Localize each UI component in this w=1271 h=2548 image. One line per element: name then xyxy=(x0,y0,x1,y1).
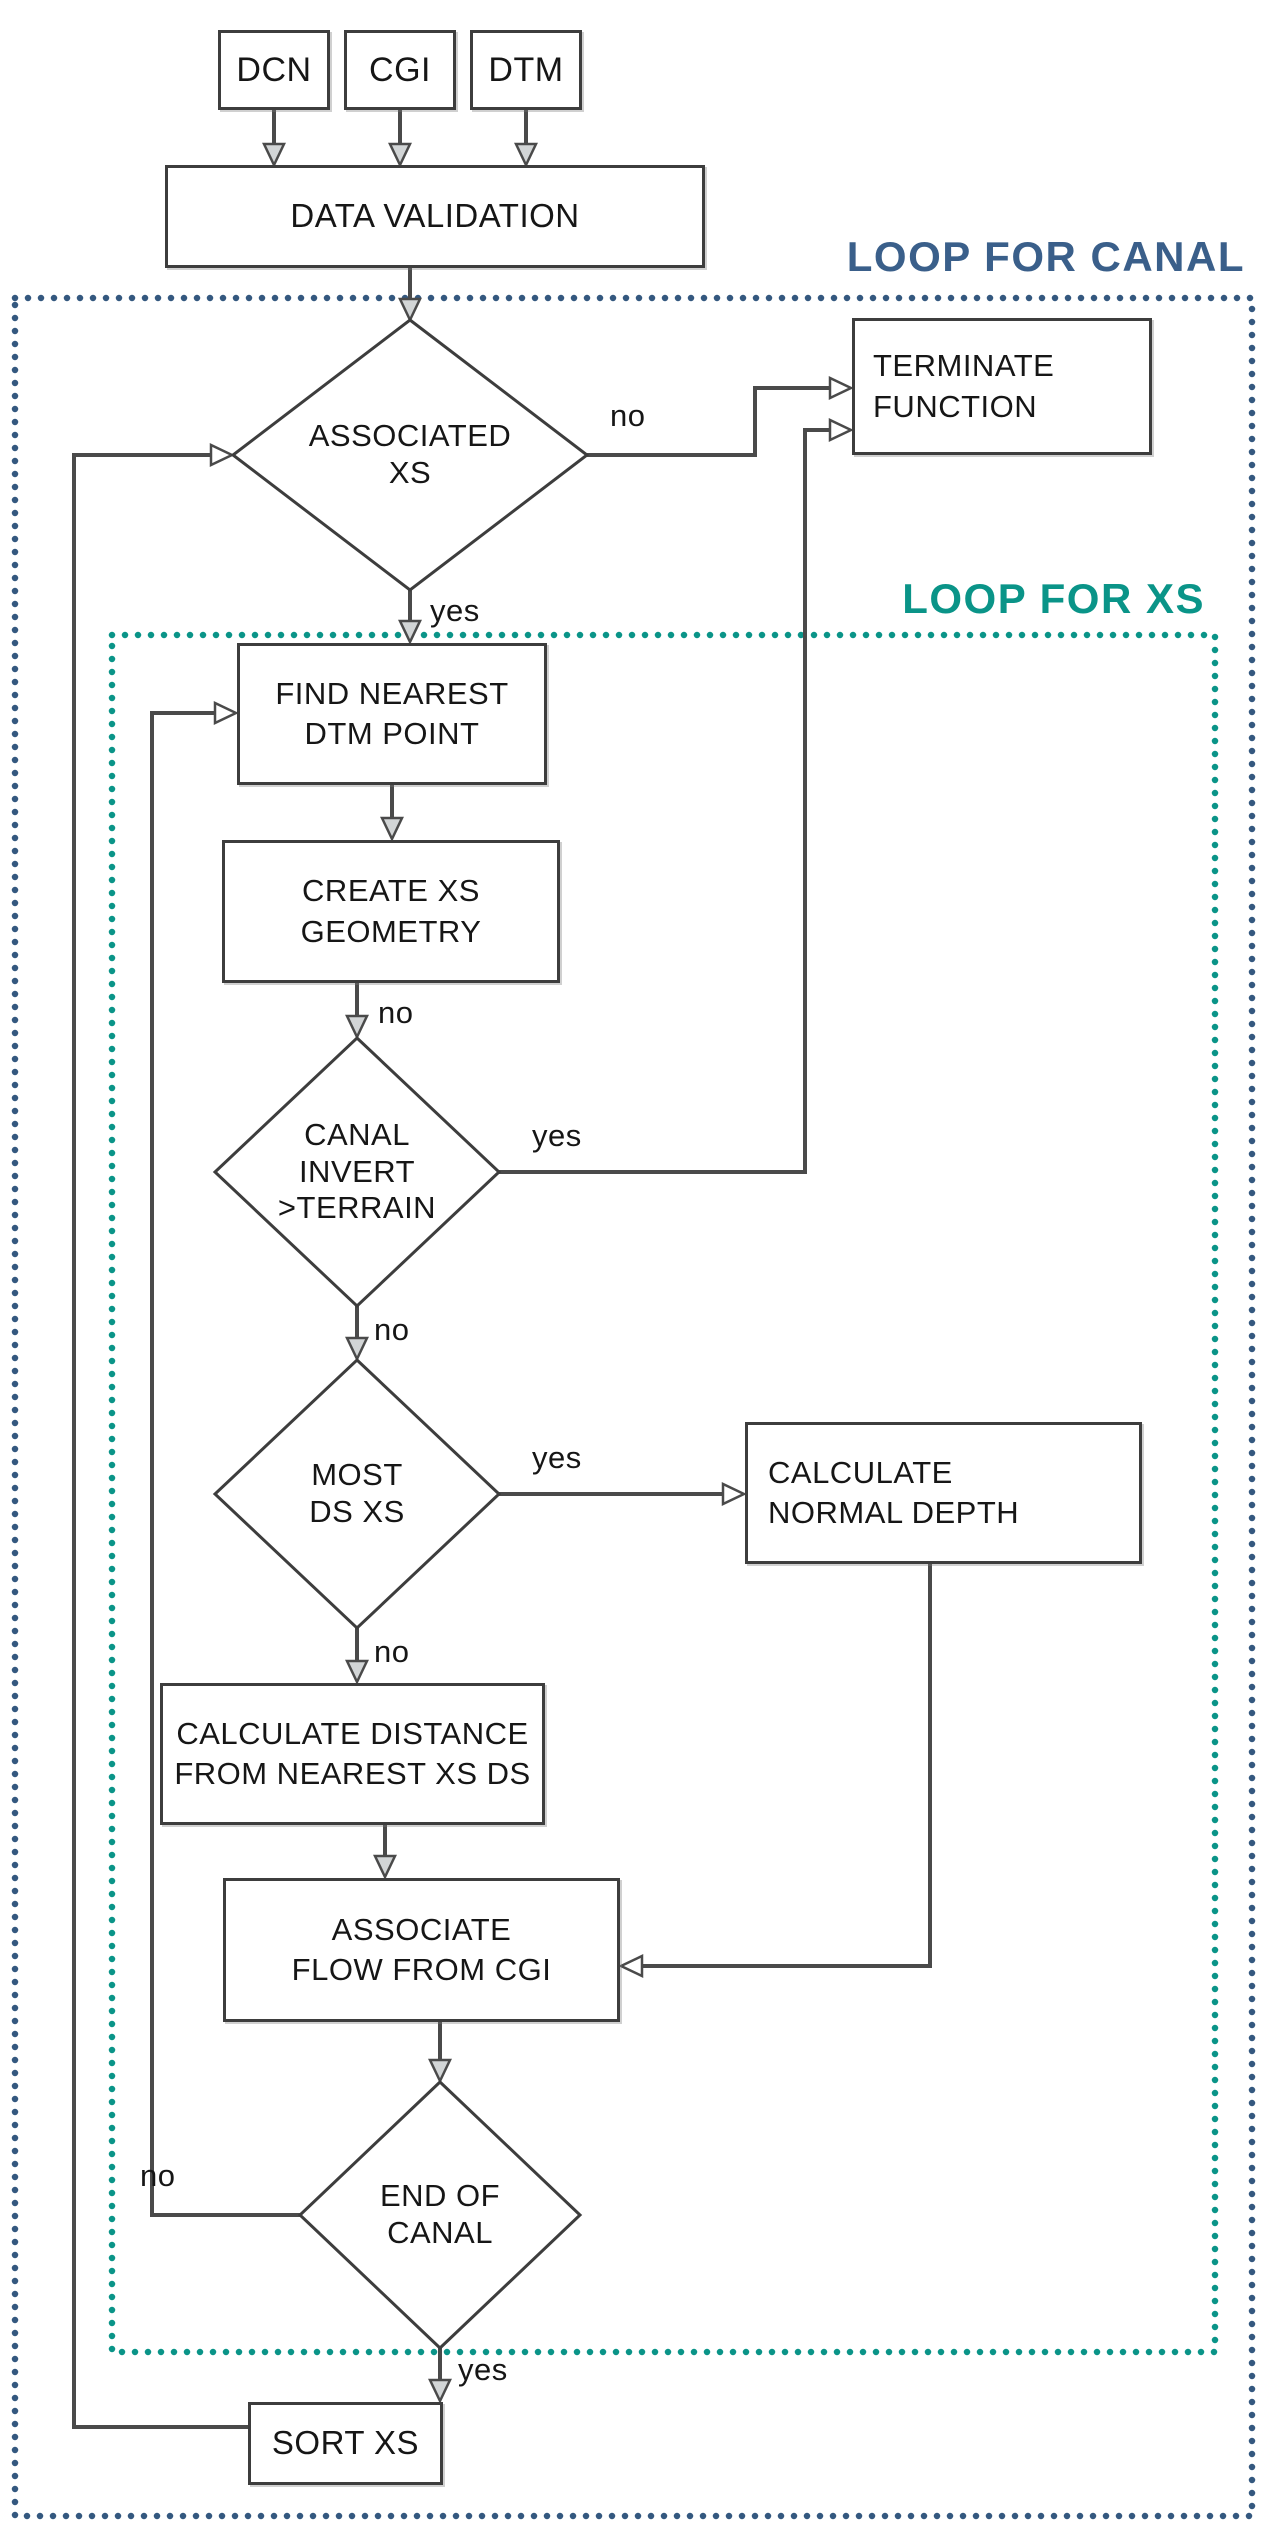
end-of-canal-decision-shape xyxy=(297,2079,583,2351)
edge-label-most-yes: yes xyxy=(532,1440,582,1475)
arrowhead xyxy=(262,142,286,168)
arrowhead xyxy=(213,701,239,725)
node-cgi: CGI xyxy=(344,30,456,110)
most-ds-xs-decision-shape xyxy=(212,1357,502,1631)
calc-normal-line2: NORMAL DEPTH xyxy=(768,1495,1020,1530)
arrowheads xyxy=(209,142,854,2404)
arrowhead xyxy=(828,418,854,442)
calc-distance-line1: CALCULATE DISTANCE xyxy=(176,1715,529,1751)
edge-label-end-yes: yes xyxy=(458,2352,508,2387)
find-nearest-line1: FIND NEAREST xyxy=(275,675,509,711)
terminate-line1: TERMINATE xyxy=(873,348,1055,384)
arrowhead xyxy=(428,2378,452,2404)
loop-for-xs-label: LOOP FOR XS xyxy=(902,575,1205,622)
edge-label-associated-no: no xyxy=(610,398,646,433)
arrowhead xyxy=(380,816,404,842)
node-sort-xs: SORT XS xyxy=(248,2402,443,2485)
loop-for-canal-label: LOOP FOR CANAL xyxy=(846,233,1245,280)
arrowhead xyxy=(428,2058,452,2084)
associated-xs-decision-shape xyxy=(230,318,590,592)
decision-shapes xyxy=(212,318,590,2351)
node-calculate-normal-depth: CALCULATE NORMAL DEPTH xyxy=(745,1422,1142,1564)
find-nearest-line2: DTM POINT xyxy=(304,716,480,751)
arrowhead xyxy=(209,443,235,467)
edge-label-most-no: no xyxy=(374,1634,410,1669)
associate-flow-line1: ASSOCIATE xyxy=(331,1911,512,1947)
loop-for-canal-border xyxy=(11,294,1256,2520)
edge-label-create-no: no xyxy=(378,995,414,1030)
create-xs-line1: CREATE XS xyxy=(302,873,480,909)
calc-normal-line1: CALCULATE xyxy=(768,1454,953,1490)
node-find-nearest-dtm: FIND NEAREST DTM POINT xyxy=(237,643,547,785)
edge-invert-yes-to-terminate xyxy=(499,428,830,1174)
edge-label-associated-yes: yes xyxy=(430,593,480,628)
edge-sort-to-associated xyxy=(72,453,248,2429)
node-dtm: DTM xyxy=(470,30,582,110)
node-dtm-label: DTM xyxy=(488,50,564,89)
connector-lines xyxy=(72,110,932,2429)
terminate-line2: FUNCTION xyxy=(873,388,1038,424)
node-associate-flow: ASSOCIATE FLOW FROM CGI xyxy=(223,1878,620,2022)
arrowhead xyxy=(345,1014,369,1040)
node-data-validation: DATA VALIDATION xyxy=(165,165,705,268)
node-data-validation-label: DATA VALIDATION xyxy=(290,197,580,235)
arrowhead xyxy=(514,142,538,168)
edge-label-invert-yes: yes xyxy=(532,1118,582,1153)
arrowhead xyxy=(398,619,422,645)
calc-distance-line2: FROM NEAREST XS DS xyxy=(174,1756,531,1791)
edge-normaldepth-to-flow xyxy=(641,1564,932,1968)
node-terminate-function: TERMINATE FUNCTION xyxy=(852,318,1152,455)
loop-for-xs-border xyxy=(108,631,1219,2356)
sort-xs-label: SORT XS xyxy=(271,2424,420,2462)
arrowhead xyxy=(618,1954,644,1978)
node-dcn-label: DCN xyxy=(236,50,312,89)
node-cgi-label: CGI xyxy=(369,50,431,89)
canal-invert-decision-shape xyxy=(212,1035,502,1309)
arrowhead xyxy=(398,297,422,323)
arrowhead xyxy=(373,1854,397,1880)
edge-endcanal-no-to-find xyxy=(150,711,300,2217)
edge-associated-no-to-terminate xyxy=(587,386,830,457)
arrowhead xyxy=(345,1336,369,1362)
associate-flow-line2: FLOW FROM CGI xyxy=(291,1952,552,1987)
arrowhead xyxy=(388,142,412,168)
node-calculate-distance: CALCULATE DISTANCE FROM NEAREST XS DS xyxy=(160,1683,545,1825)
node-create-xs-geometry: CREATE XS GEOMETRY xyxy=(222,840,560,983)
arrowhead xyxy=(345,1659,369,1685)
node-dcn: DCN xyxy=(218,30,330,110)
edge-label-end-no: no xyxy=(140,2158,176,2193)
create-xs-line2: GEOMETRY xyxy=(300,913,482,949)
arrowhead xyxy=(721,1482,747,1506)
arrowhead xyxy=(828,376,854,400)
edge-label-invert-no: no xyxy=(374,1312,410,1347)
